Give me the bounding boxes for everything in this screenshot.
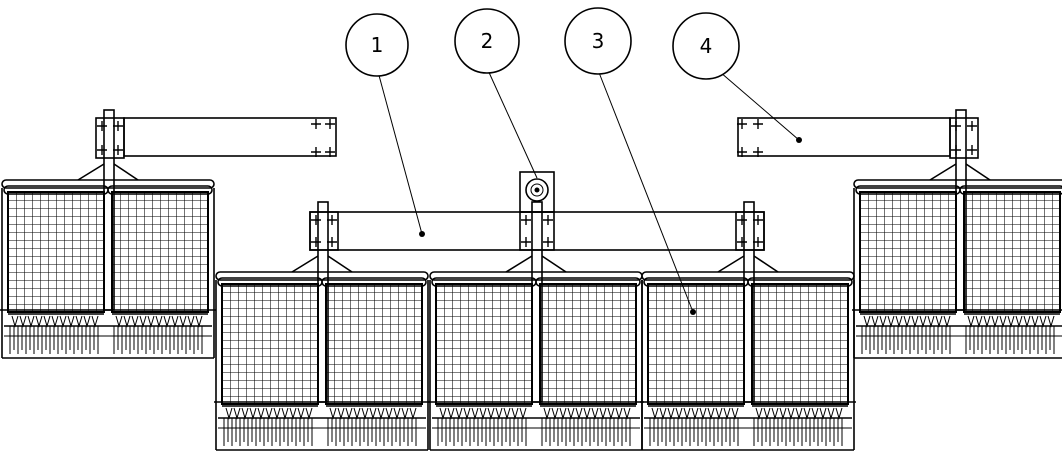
balloon-3-label: 3 <box>592 29 605 53</box>
balloon-1-label: 1 <box>371 33 384 57</box>
leader-line-3 <box>597 69 694 313</box>
leader-line-1 <box>376 67 423 235</box>
left-wing-assembly <box>0 110 337 358</box>
balloon-3: 3 <box>564 7 632 75</box>
leader-line-4 <box>719 71 800 141</box>
balloon-2-label: 2 <box>481 29 494 53</box>
leader-line-2 <box>486 67 538 179</box>
leader-lines <box>376 67 800 313</box>
balloon-4: 4 <box>672 12 740 80</box>
balloon-2: 2 <box>454 8 520 74</box>
hitch-block <box>519 171 555 213</box>
balloon-4-label: 4 <box>700 34 713 58</box>
balloon-1: 1 <box>345 13 409 77</box>
center-beam-assembly <box>309 171 765 251</box>
